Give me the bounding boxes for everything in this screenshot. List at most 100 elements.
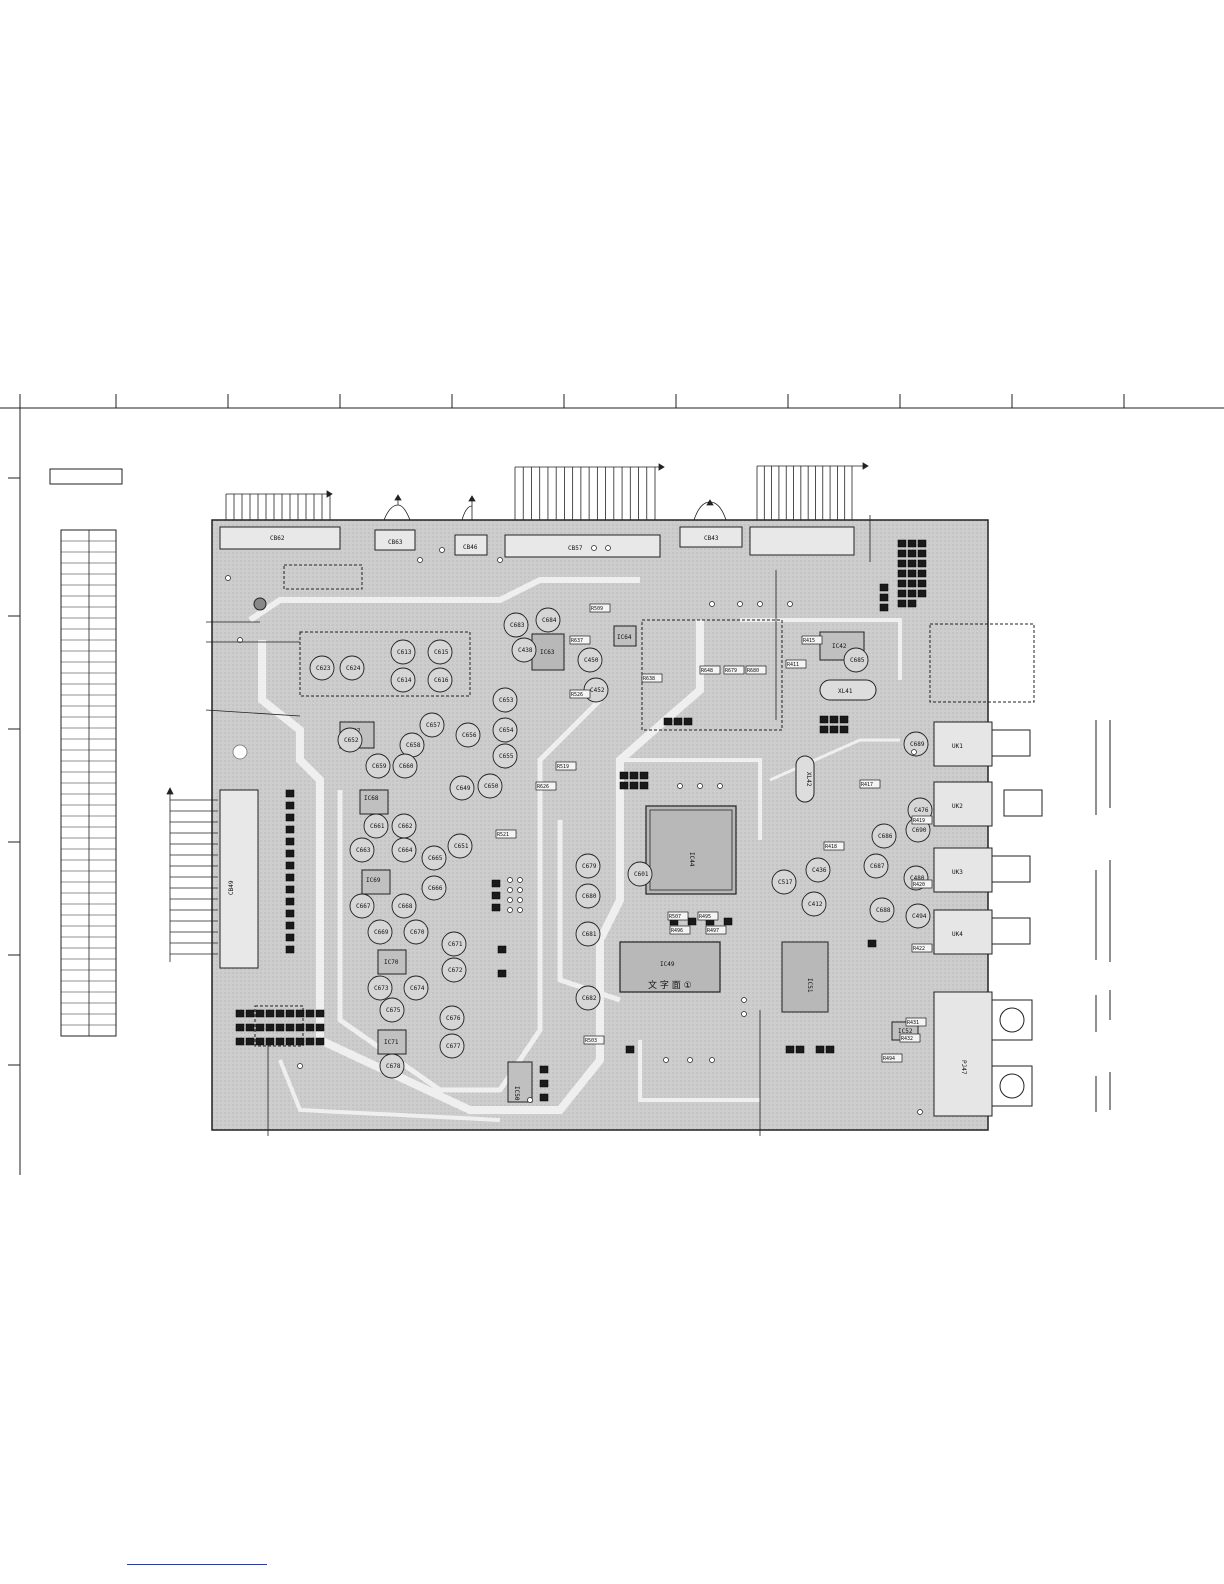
smd-pad [497,945,507,954]
capacitor-label: C660 [399,763,414,770]
smd-pad [673,717,683,726]
capacitor [365,753,391,779]
smd-pad [917,549,927,558]
smd-pad [275,1009,285,1018]
smd-pad [285,837,295,846]
via [709,1057,715,1063]
capacitor-label: C616 [434,677,449,684]
resistor-label: R503 [585,1038,597,1044]
via [527,1097,533,1103]
resistor-label: R507 [669,914,681,920]
capacitor [511,637,537,663]
resistor [669,925,691,935]
capacitor-label: C672 [448,967,463,974]
resistor-label: R626 [537,784,549,790]
capacitor [535,607,561,633]
crystal-label: XL41 [838,688,853,695]
resistor-label: R521 [497,832,509,838]
capacitor [503,612,529,638]
capacitor-label: C667 [356,903,371,910]
via [709,601,715,607]
via [917,1109,923,1115]
smd-pad [285,861,295,870]
capacitor-label: C671 [448,941,463,948]
capacitor-label: C669 [374,929,389,936]
resistor [801,635,823,645]
jack-block: UK1 UK2 UK3 UK4 PJ47 [933,721,1043,1117]
via [507,877,513,883]
via [687,1057,693,1063]
capacitor [337,727,363,753]
smd-pad [907,579,917,588]
resistor [823,841,845,851]
smd-pad [785,1045,795,1054]
capacitor-label: C614 [397,677,412,684]
smd-pad [917,589,927,598]
resistor-label: R679 [725,668,737,674]
smd-pad [305,1037,315,1046]
capacitor [427,639,453,665]
resistor [589,603,611,613]
via [717,783,723,789]
smd-pad [285,945,295,954]
capacitor [903,731,929,757]
capacitor [441,931,467,957]
capacitor-label: C624 [346,665,361,672]
via [757,601,763,607]
smd-pad [907,589,917,598]
smd-pad [839,715,849,724]
bottom-link-underline[interactable] [127,1564,267,1565]
capacitor-label: C450 [584,657,599,664]
smd-pad [235,1023,245,1032]
capacitor [863,853,889,879]
capacitor [421,845,447,871]
chip-ic71: IC71 [377,1029,407,1055]
capacitor [447,833,473,859]
capacitor-label: C683 [510,622,525,629]
capacitor-label: C436 [812,867,827,874]
via [591,545,597,551]
capacitor-label: C650 [484,783,499,790]
chip-label: IC68 [364,795,379,802]
smd-pad [819,725,829,734]
capacitor [419,712,445,738]
resistor [535,781,557,791]
jack-uk4: UK4 [933,909,1031,955]
smd-pad [917,559,927,568]
capacitor-label: C670 [410,929,425,936]
capacitor [771,869,797,895]
resistor [859,779,881,789]
resistor [569,635,591,645]
resistor-label: R418 [825,844,837,850]
smd-pad [879,603,889,612]
capacitor [349,893,375,919]
side-marks [1095,720,1111,1112]
capacitor-label: C688 [876,907,891,914]
capacitor-label: C686 [878,833,893,840]
resistor-label: R496 [671,928,683,934]
smd-pad [265,1009,275,1018]
capacitor [367,919,393,945]
capacitor [492,687,518,713]
jack-label: UK2 [952,803,963,810]
capacitor-label: C679 [582,863,597,870]
smd-pad [897,549,907,558]
connector-cb49: CB49 [219,789,259,969]
capacitor-label: C675 [386,1007,401,1014]
capacitor [801,891,827,917]
capacitor-label: C649 [456,785,471,792]
smd-pad [723,917,733,926]
connector-cb43: CB43 [679,526,743,548]
chip-label: IC42 [832,643,847,650]
capacitor [379,1053,405,1079]
via [605,545,611,551]
smd-pad [907,549,917,558]
smd-pad [907,569,917,578]
connector-label: CB62 [270,535,285,542]
capacitor [577,647,603,673]
capacitor-label: C412 [808,901,823,908]
smd-pad [619,781,629,790]
capacitor-label: C438 [518,647,533,654]
via [787,601,793,607]
